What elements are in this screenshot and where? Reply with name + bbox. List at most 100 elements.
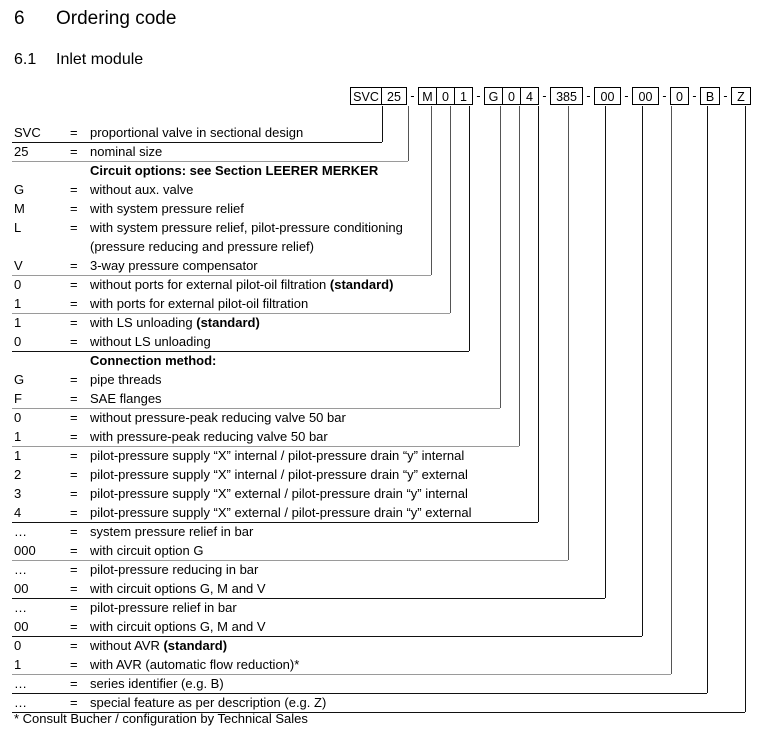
legend-row: G=pipe threads: [12, 370, 754, 389]
legend-equals: =: [70, 144, 78, 159]
legend-description: with ports for external pilot-oil filtra…: [90, 296, 309, 311]
legend-code: 3: [14, 486, 22, 501]
leader-line-pilot-supply-drain: [538, 106, 539, 522]
legend-description: Connection method:: [90, 353, 217, 368]
legend-row: …=pilot-pressure reducing in bar: [12, 560, 754, 579]
legend-description: special feature as per description (e.g.…: [90, 695, 327, 710]
section-rule-special-feature: [12, 712, 745, 713]
footnote: * Consult Bucher / configuration by Tech…: [14, 711, 308, 726]
legend-code: L: [14, 220, 22, 235]
legend-row: 0 = without ports for external pilot-oil f…: [12, 275, 754, 294]
legend-row: …=special feature as per description (e.…: [12, 693, 754, 712]
leader-line-pilot-pressure-reducing: [605, 106, 606, 598]
section-rule-size: [12, 161, 408, 162]
legend-description: system pressure relief in bar: [90, 524, 254, 539]
leader-line-pilot-oil-filtration: [450, 106, 451, 313]
section-rule-pilot-pressure-relief: [12, 636, 642, 637]
legend-description: with system pressure relief, pilot-press…: [90, 220, 403, 235]
code-separator: -: [583, 87, 594, 105]
code-box-1: 1: [454, 87, 473, 105]
section-rule-svc: [12, 142, 382, 143]
legend-equals: =: [70, 581, 78, 596]
code-separator: -: [621, 87, 632, 105]
code-box-4: 4: [520, 87, 539, 105]
legend-code: V: [14, 258, 23, 273]
legend-equals: =: [70, 676, 78, 691]
legend-code: SVC: [14, 125, 41, 140]
code-box-0: 0: [502, 87, 521, 105]
leader-line-ls-unloading: [469, 106, 470, 351]
leader-line-special-feature: [745, 106, 746, 712]
leader-line-connection-method: [500, 106, 501, 408]
legend-description: series identifier (e.g. B): [90, 676, 224, 691]
legend-row: (pressure reducing and pressure relief): [12, 237, 754, 256]
section-rule-circuit-options: [12, 275, 431, 276]
code-box-b: B: [700, 87, 720, 105]
legend-code: 0: [14, 277, 22, 292]
code-separator: -: [720, 87, 731, 105]
legend-equals: =: [70, 296, 78, 311]
legend-row: 00=with circuit options G, M and V: [12, 579, 754, 598]
legend-description: with pressure-peak reducing valve 50 bar: [90, 429, 328, 444]
code-box-g: G: [484, 87, 503, 105]
legend-row: L=with system pressure relief, pilot-pre…: [12, 218, 754, 237]
legend-description: with circuit option G: [90, 543, 204, 558]
leader-line-series-identifier: [707, 106, 708, 693]
legend-description: without ports for external pilot-oil fil…: [90, 277, 394, 292]
code-separator: -: [689, 87, 700, 105]
section-rule-pilot-supply-drain: [12, 522, 538, 523]
legend-row: 3=pilot-pressure supply “X” external / p…: [12, 484, 754, 503]
legend-row: …=series identifier (e.g. B): [12, 674, 754, 693]
legend-equals: =: [70, 429, 78, 444]
legend-description: without LS unloading: [90, 334, 211, 349]
legend-equals: =: [70, 182, 78, 197]
legend-description: without pressure-peak reducing valve 50 …: [90, 410, 346, 425]
legend-code: 0: [14, 410, 22, 425]
leader-line-size: [408, 106, 409, 161]
legend-row: V=3-way pressure compensator: [12, 256, 754, 275]
legend-row: 0=without AVR (standard): [12, 636, 754, 655]
legend-row: 4 = pilot-pressure supply “X” external / p…: [12, 503, 754, 522]
legend-description: pilot-pressure supply “X” internal / pil…: [90, 467, 468, 482]
legend-description: without AVR (standard): [90, 638, 228, 653]
section-rule-system-pressure-relief: [12, 560, 568, 561]
legend-code: 4: [14, 505, 22, 520]
legend-description: pilot-pressure supply “X” internal / pil…: [90, 448, 465, 463]
legend-code: 1: [14, 296, 22, 311]
legend-description: with AVR (automatic flow reduction)*: [90, 657, 300, 672]
legend-equals: =: [70, 277, 78, 292]
legend-description: proportional valve in sectional design: [90, 125, 304, 140]
legend-row: 1=with LS unloading (standard): [12, 313, 754, 332]
legend-equals: =: [70, 619, 78, 634]
subsection-label: Inlet module: [56, 51, 144, 68]
legend-equals: =: [70, 486, 78, 501]
code-separator: -: [473, 87, 484, 105]
legend-description: 3-way pressure compensator: [90, 258, 258, 273]
legend-code: M: [14, 201, 25, 216]
leader-line-svc: [382, 106, 383, 142]
leader-line-system-pressure-relief: [568, 106, 569, 560]
legend-equals: =: [70, 638, 78, 653]
legend-row: 0 = without pressure-peak reducing valve 5…: [12, 408, 754, 427]
legend-code: 1: [14, 429, 22, 444]
legend-code: 25: [14, 144, 29, 159]
legend-code: G: [14, 372, 25, 387]
legend-row: 1 = with pressure-peak reducing valve 50 b…: [12, 427, 754, 446]
legend-code: 1: [14, 657, 22, 672]
legend-description: pipe threads: [90, 372, 162, 387]
legend-code: 2: [14, 467, 22, 482]
legend-table: SVC = proportional valve in sectional desi…: [12, 123, 754, 712]
legend-equals: =: [70, 505, 78, 520]
legend-equals: =: [70, 600, 78, 615]
legend-equals: =: [70, 657, 78, 672]
legend-description: with circuit options G, M and V: [90, 581, 266, 596]
legend-equals: =: [70, 410, 78, 425]
legend-description: pilot-pressure supply “X” external / pil…: [90, 505, 472, 520]
legend-description: without aux. valve: [90, 182, 194, 197]
code-separator: -: [659, 87, 670, 105]
legend-equals: =: [70, 315, 78, 330]
code-box-385: 385: [550, 87, 583, 105]
legend-row: 25=nominal size: [12, 142, 754, 161]
